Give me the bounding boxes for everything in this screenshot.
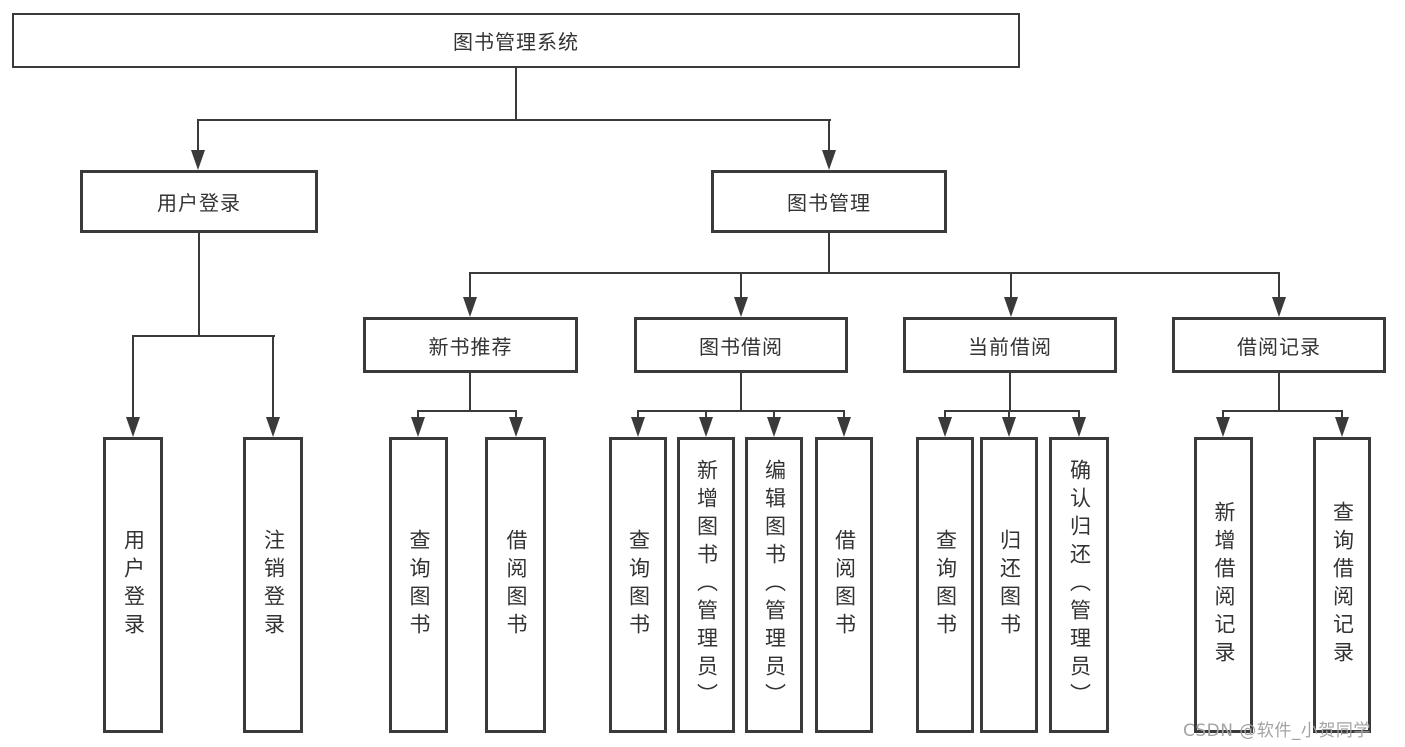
csdn-watermark: CSDN @软件_小贺同学 — [1183, 721, 1371, 741]
connector-line — [828, 119, 830, 155]
leaf-borrowing-query-book: 查询图书 — [609, 437, 667, 733]
connector-line — [843, 410, 845, 422]
arrow-down-icon — [938, 417, 952, 437]
connector-line — [637, 410, 845, 412]
arrow-down-icon — [1004, 297, 1018, 317]
leaf-current-return-book: 归还图书 — [980, 437, 1038, 733]
leaf-logout: 注销登录 — [243, 437, 303, 733]
node-library-management-system: 图书管理系统 — [12, 13, 1020, 68]
connector-line — [773, 410, 775, 422]
connector-line — [740, 373, 742, 412]
connector-line — [1341, 410, 1343, 422]
leaf-borrowing-add-book-admin: 新增图书（管理员） — [677, 437, 735, 733]
arrow-down-icon — [509, 417, 523, 437]
leaf-current-query-book: 查询图书 — [916, 437, 974, 733]
connector-line — [1009, 373, 1011, 412]
connector-line — [417, 410, 517, 412]
arrow-down-icon — [463, 297, 477, 317]
leaf-records-query-borrow-record: 查询借阅记录 — [1313, 437, 1371, 733]
connector-line — [740, 272, 742, 300]
connector-line — [1008, 410, 1010, 422]
arrow-down-icon — [767, 417, 781, 437]
arrow-down-icon — [1335, 417, 1349, 437]
arrow-down-icon — [411, 417, 425, 437]
connector-line — [1278, 373, 1280, 412]
connector-line — [198, 233, 200, 337]
leaf-borrowing-borrow-book: 借阅图书 — [815, 437, 873, 733]
arrow-down-icon — [631, 417, 645, 437]
connector-line — [197, 119, 199, 155]
arrow-down-icon — [266, 417, 280, 437]
arrow-down-icon — [699, 417, 713, 437]
connector-line — [1222, 410, 1343, 412]
leaf-borrowing-edit-book-admin: 编辑图书（管理员） — [745, 437, 803, 733]
connector-line — [944, 410, 1080, 412]
connector-line — [198, 119, 831, 121]
leaf-newrec-query-book: 查询图书 — [389, 437, 448, 733]
arrow-down-icon — [1002, 417, 1016, 437]
node-new-book-recommendation: 新书推荐 — [363, 317, 578, 373]
leaf-user-login: 用户登录 — [103, 437, 163, 733]
arrow-down-icon — [837, 417, 851, 437]
connector-line — [637, 410, 639, 422]
arrow-down-icon — [822, 150, 836, 170]
arrow-down-icon — [734, 297, 748, 317]
node-book-borrowing: 图书借阅 — [634, 317, 848, 373]
connector-line — [272, 335, 274, 421]
connector-line — [469, 373, 471, 412]
arrow-down-icon — [126, 417, 140, 437]
connector-line — [1222, 410, 1224, 422]
arrow-down-icon — [1072, 417, 1086, 437]
arrow-down-icon — [191, 150, 205, 170]
leaf-current-confirm-return-admin: 确认归还（管理员） — [1049, 437, 1109, 733]
connector-line — [1078, 410, 1080, 422]
connector-line — [417, 410, 419, 422]
connector-line — [705, 410, 707, 422]
leaf-newrec-borrow-book: 借阅图书 — [485, 437, 546, 733]
connector-line — [944, 410, 946, 422]
node-user-login: 用户登录 — [80, 170, 318, 233]
connector-line — [132, 335, 275, 337]
connector-line — [1278, 272, 1280, 300]
leaf-records-add-borrow-record: 新增借阅记录 — [1194, 437, 1253, 733]
connector-line — [1010, 272, 1012, 300]
connector-line — [828, 233, 830, 274]
node-current-borrowing: 当前借阅 — [903, 317, 1117, 373]
node-book-management: 图书管理 — [711, 170, 947, 233]
node-borrowing-records: 借阅记录 — [1172, 317, 1386, 373]
connector-line — [469, 272, 1280, 274]
connector-line — [515, 410, 517, 422]
connector-line — [515, 68, 517, 121]
arrow-down-icon — [1272, 297, 1286, 317]
connector-line — [132, 335, 134, 421]
arrow-down-icon — [1216, 417, 1230, 437]
connector-line — [469, 272, 471, 300]
